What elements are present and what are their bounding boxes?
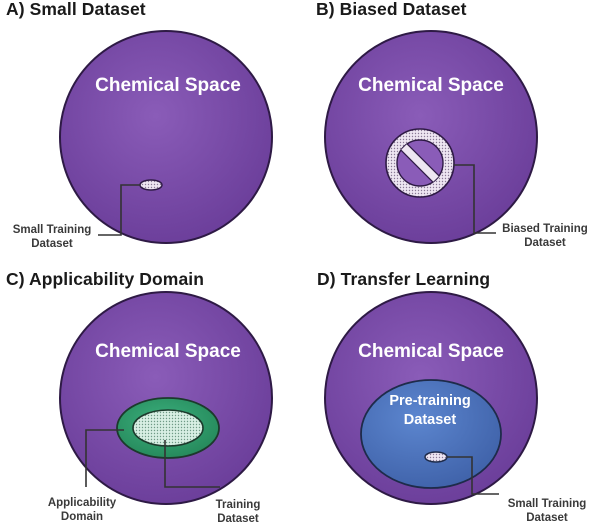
panel-a: Chemical Space Small Training Dataset [13, 30, 273, 250]
label-a-line2: Dataset [31, 238, 73, 250]
chemical-space-label-b: Chemical Space [358, 75, 504, 96]
panel-d-title: D) Transfer Learning [317, 269, 491, 289]
small-training-dataset-d [424, 451, 448, 463]
label-a-line1: Small Training [13, 224, 92, 236]
panel-b-title: B) Biased Dataset [316, 0, 467, 19]
label-d-line2: Dataset [526, 512, 568, 524]
leader-line-domain [85, 429, 124, 487]
chemical-space-label-d: Chemical Space [358, 341, 504, 362]
prohibited-icon [385, 128, 455, 198]
pretraining-label-line2: Dataset [404, 412, 457, 428]
panel-b: Chemical Space Biased Training Dataset [324, 30, 588, 249]
chemical-space-label-a: Chemical Space [95, 75, 241, 96]
panel-a-title: A) Small Dataset [6, 0, 146, 19]
leader-line-d [447, 456, 499, 495]
training-dataset-ellipse [132, 409, 204, 447]
label-d-line1: Small Training [508, 498, 587, 510]
leader-line-training [164, 440, 220, 488]
panel-c: Chemical Space Applicability Domain Trai… [48, 291, 273, 525]
label-b-line2: Dataset [524, 237, 566, 249]
training-label-line2: Dataset [217, 513, 259, 525]
leader-line-b [454, 164, 496, 234]
training-label-line1: Training [216, 499, 261, 511]
pretraining-label-line1: Pre-training [389, 393, 470, 409]
panel-d: Chemical Space Pre-training Dataset Smal… [324, 291, 587, 524]
chemical-space-label-c: Chemical Space [95, 341, 241, 362]
label-b-line1: Biased Training [502, 223, 588, 235]
leader-line-a [98, 184, 140, 236]
chemical-space-circle-a [59, 30, 273, 244]
domain-label-line2: Domain [61, 511, 103, 523]
small-training-dataset-a [139, 179, 163, 191]
panel-c-title: C) Applicability Domain [6, 269, 205, 289]
domain-label-line1: Applicability [48, 497, 117, 509]
pretraining-dataset-ellipse [360, 379, 502, 489]
